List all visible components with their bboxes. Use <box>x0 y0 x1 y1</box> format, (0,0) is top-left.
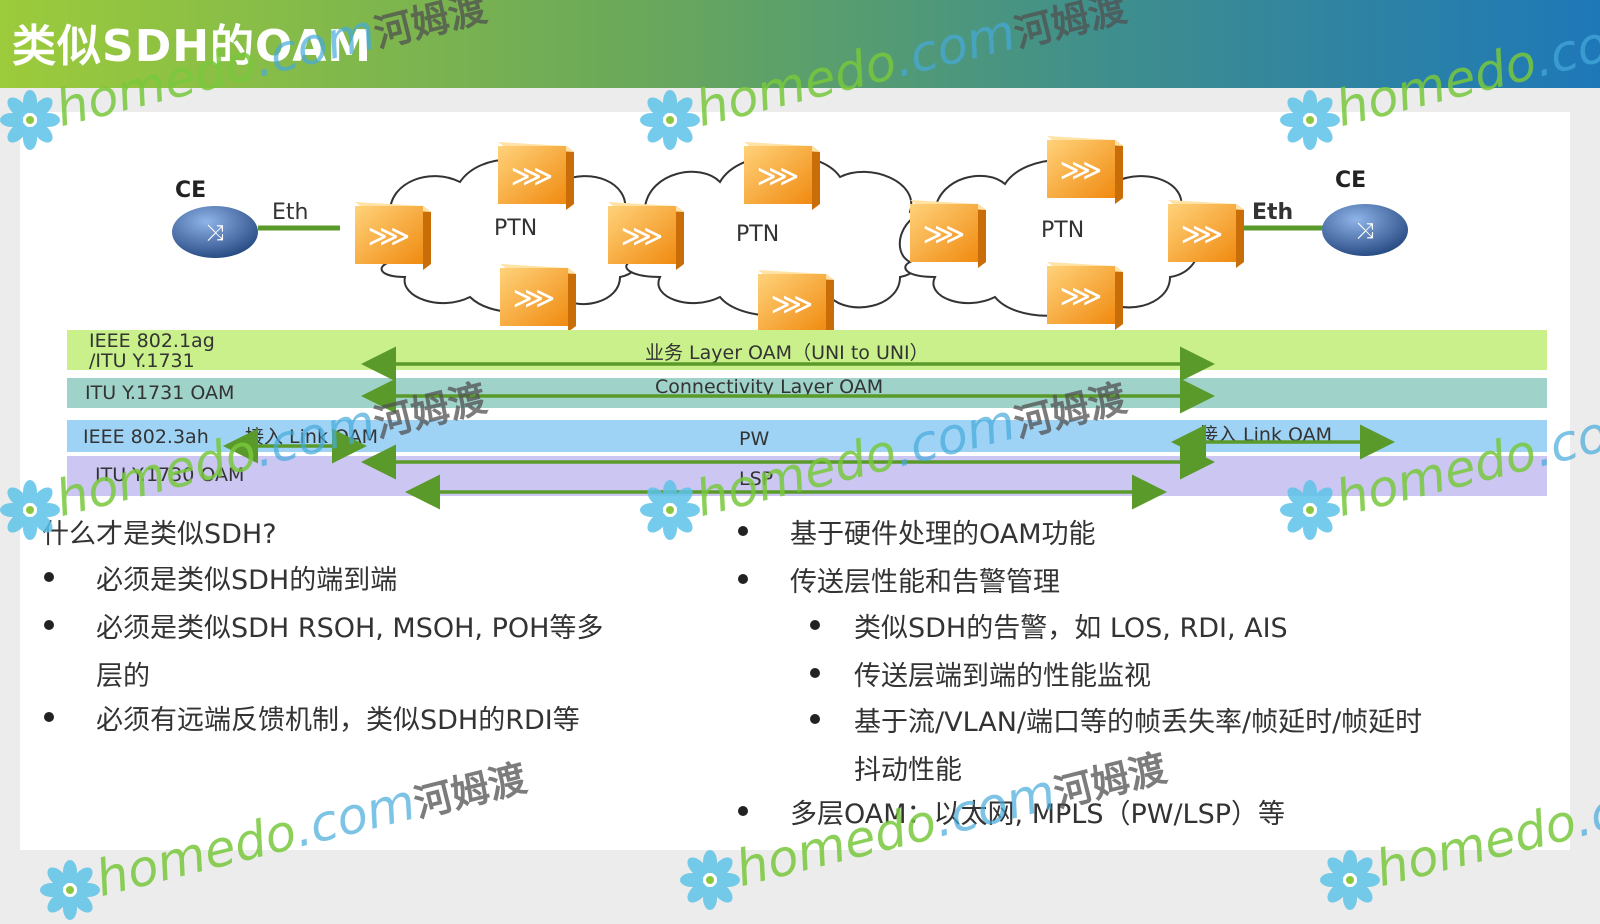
eth-left-label: Eth <box>272 200 309 225</box>
watermark-flower-icon <box>0 90 60 150</box>
network-diagram: ⤨ ⤨ ⋙ ⋙ ⋙ ⋙ ⋙ ⋙ ⋙ ⋙ ⋙ ⋙ <box>172 136 1408 338</box>
ptn-switch-icon: ⋙ <box>355 202 431 270</box>
bullet-dot <box>738 806 748 816</box>
svg-text:⋙: ⋙ <box>513 281 556 316</box>
ce-router-right-icon: ⤨ <box>1322 204 1408 256</box>
left-bullet-2: 必须是类似SDH RSOH, MSOH, POH等多 <box>96 613 604 644</box>
ptn-switch-icon: ⋙ <box>744 142 820 210</box>
right-sub-bullet-3-cont: 抖动性能 <box>854 755 962 786</box>
band-3-label: IEEE 802.3ah <box>83 426 209 448</box>
question-heading: 什么才是类似SDH? <box>42 519 277 550</box>
bullet-dot <box>44 572 54 582</box>
ptn-switch-icon: ⋙ <box>500 264 576 332</box>
sub-bullet-dot <box>810 668 820 678</box>
svg-text:⋙: ⋙ <box>1181 217 1224 252</box>
left-bullet-1: 必须是类似SDH的端到端 <box>96 565 398 596</box>
right-sub-bullet-1: 类似SDH的告警，如 LOS, RDI, AIS <box>854 613 1288 644</box>
right-sub-bullet-2: 传送层端到端的性能监视 <box>854 661 1151 692</box>
watermark-flower-icon <box>680 850 740 910</box>
oam-arrows <box>223 346 1395 510</box>
bullet-dot <box>738 526 748 536</box>
page-title: 类似SDH的OAM <box>12 21 373 72</box>
watermark-flower-icon <box>1280 90 1340 150</box>
watermark-flower-icon <box>40 860 100 920</box>
svg-text:⋙: ⋙ <box>923 217 966 252</box>
ptn-switch-icon: ⋙ <box>758 270 834 338</box>
svg-text:⤨: ⤨ <box>206 221 224 246</box>
right-bullet-2: 传送层性能和告警管理 <box>790 567 1060 598</box>
bullet-dot <box>44 620 54 630</box>
svg-text:⋙: ⋙ <box>368 219 411 254</box>
right-sub-bullet-3: 基于流/VLAN/端口等的帧丢失率/帧延时/帧延时 <box>854 707 1423 738</box>
svg-text:⤨: ⤨ <box>1356 219 1374 244</box>
svg-text:⋙: ⋙ <box>1060 153 1103 188</box>
title-bar: 类似SDH的OAM <box>0 0 1600 88</box>
watermark-flower-icon <box>640 480 700 540</box>
ptn-switch-icon: ⋙ <box>1047 262 1123 330</box>
ptn-switch-icon: ⋙ <box>498 142 574 210</box>
ce-router-left-icon: ⤨ <box>172 206 258 258</box>
sub-bullet-dot <box>810 620 820 630</box>
bullet-dot <box>738 574 748 584</box>
sub-bullet-dot <box>810 714 820 724</box>
band-4-label: ITU Y.1730 OAM <box>95 464 245 486</box>
ptn-label-2: PTN <box>736 222 780 247</box>
watermark-flower-icon <box>0 480 60 540</box>
svg-text:⋙: ⋙ <box>621 219 664 254</box>
svg-text:⋙: ⋙ <box>1060 279 1103 314</box>
ptn-switch-icon: ⋙ <box>910 200 986 268</box>
watermark-flower-icon <box>640 90 700 150</box>
band-1-label-1: IEEE 802.1ag <box>89 330 215 352</box>
watermark-flower-icon <box>1320 850 1380 910</box>
right-bullet-1: 基于硬件处理的OAM功能 <box>790 519 1096 550</box>
watermark-flower-icon <box>1280 480 1340 540</box>
right-bullet-3: 多层OAM：以太网, MPLS（PW/LSP）等 <box>790 799 1286 830</box>
eth-right-label: Eth <box>1252 200 1294 225</box>
bullet-dot <box>44 712 54 722</box>
ptn-switch-icon: ⋙ <box>608 202 684 270</box>
band-2-label: ITU Y.1731 OAM <box>85 382 235 404</box>
left-bullet-3: 必须有远端反馈机制，类似SDH的RDI等 <box>96 705 580 736</box>
svg-text:⋙: ⋙ <box>757 159 800 194</box>
band-1-label-2: /ITU Y.1731 <box>89 350 195 372</box>
ptn-label-1: PTN <box>494 216 538 241</box>
ptn-switch-icon: ⋙ <box>1168 200 1244 268</box>
left-bullet-2-cont: 层的 <box>96 661 150 692</box>
ptn-switch-icon: ⋙ <box>1047 136 1123 204</box>
ce-left-label: CE <box>175 178 207 203</box>
svg-text:⋙: ⋙ <box>771 287 814 322</box>
svg-text:⋙: ⋙ <box>511 159 554 194</box>
ce-right-label: CE <box>1335 168 1367 193</box>
ptn-label-3: PTN <box>1041 218 1085 243</box>
ptn-switch-group: ⋙ ⋙ ⋙ ⋙ ⋙ ⋙ ⋙ ⋙ ⋙ ⋙ <box>355 136 1244 338</box>
